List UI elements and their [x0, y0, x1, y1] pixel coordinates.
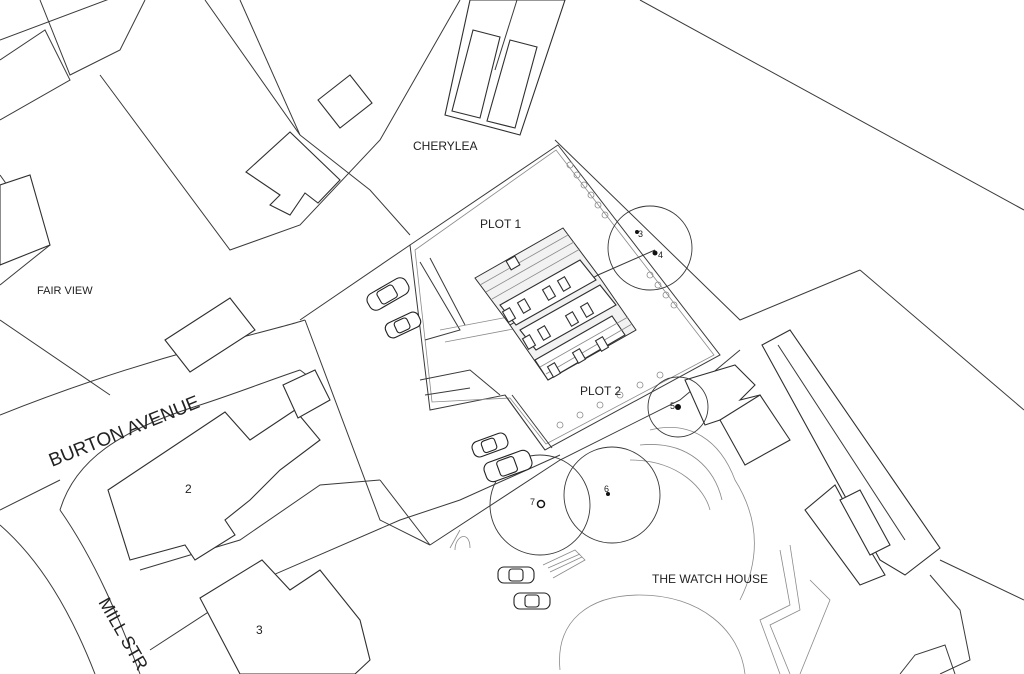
car-1	[366, 277, 410, 311]
parked-cars	[366, 277, 551, 610]
label-fair-view: FAIR VIEW	[37, 285, 93, 297]
tree-6	[563, 446, 661, 544]
hedge-dots	[556, 161, 678, 429]
car-4	[483, 449, 533, 483]
tree-3	[607, 205, 693, 291]
car-3	[471, 432, 509, 458]
car-2	[384, 311, 422, 339]
label-mill-street: MILL STR	[95, 594, 153, 674]
label-plot-1: PLOT 1	[480, 217, 521, 231]
tree-label-4: 4	[658, 250, 663, 260]
existing-buildings	[0, 0, 566, 674]
label-house-3: 3	[256, 623, 263, 637]
watch-house-buildings	[559, 329, 956, 674]
label-cherylea: CHERYLEA	[413, 139, 477, 153]
trees	[489, 205, 709, 556]
steps	[449, 529, 586, 579]
car-6	[513, 592, 551, 610]
car-5	[497, 566, 535, 584]
dwellings-block	[474, 227, 637, 381]
tree-label-3: 3	[638, 229, 643, 239]
roads	[0, 319, 431, 674]
label-watch-house: THE WATCH HOUSE	[652, 572, 768, 586]
label-house-2: 2	[185, 482, 192, 496]
tree-7	[489, 454, 591, 556]
tree-4-trunk	[652, 250, 658, 256]
label-plot-2: PLOT 2	[580, 384, 621, 398]
tree-label-6: 6	[604, 484, 609, 494]
proposed-site	[409, 144, 721, 451]
tree-5	[647, 376, 709, 438]
tree-label-7: 7	[530, 497, 535, 507]
tree-label-5: 5	[670, 401, 675, 411]
map-labels: CHERYLEA PLOT 1 PLOT 2 FAIR VIEW BURTON …	[37, 139, 768, 674]
